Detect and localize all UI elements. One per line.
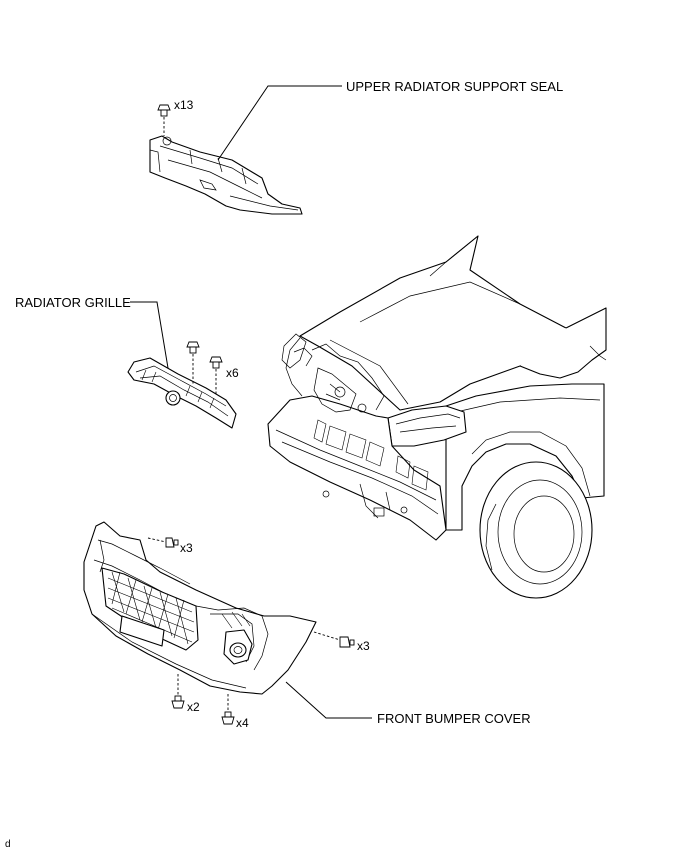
radiator-grille-label: RADIATOR GRILLE (15, 295, 131, 310)
bumper-lower-left-bolt-icon (171, 674, 185, 709)
grille-clip-quantity: x6 (226, 366, 239, 380)
seal-clip-icon (157, 104, 171, 136)
seal-clip-quantity: x13 (174, 98, 194, 112)
grille-leader-line (130, 301, 173, 393)
upper-radiator-support-seal-label: UPPER RADIATOR SUPPORT SEAL (346, 79, 563, 94)
grille-clip-icon (209, 356, 223, 396)
grille-clip-icon (186, 341, 200, 384)
bumper-leader-line (285, 681, 372, 719)
bumper-lower-center-bolt-icon (221, 694, 235, 725)
bumper-lower-center-bolt-quantity: x4 (236, 716, 249, 730)
seal-leader-line (217, 85, 342, 161)
front-bumper-cover-label: FRONT BUMPER COVER (377, 711, 531, 726)
figure-code: d (5, 839, 11, 850)
bumper-right-screw-icon (313, 631, 355, 648)
bumper-left-screw-quantity: x3 (180, 541, 193, 555)
radiator-grille-part (127, 357, 237, 429)
upper-radiator-support-seal-part (149, 135, 303, 215)
front-bumper-cover-part (83, 521, 317, 695)
bumper-right-screw-quantity: x3 (357, 639, 370, 653)
bumper-lower-left-bolt-quantity: x2 (187, 700, 200, 714)
vehicle-front-body (267, 235, 607, 599)
bumper-left-screw-icon (147, 537, 179, 548)
